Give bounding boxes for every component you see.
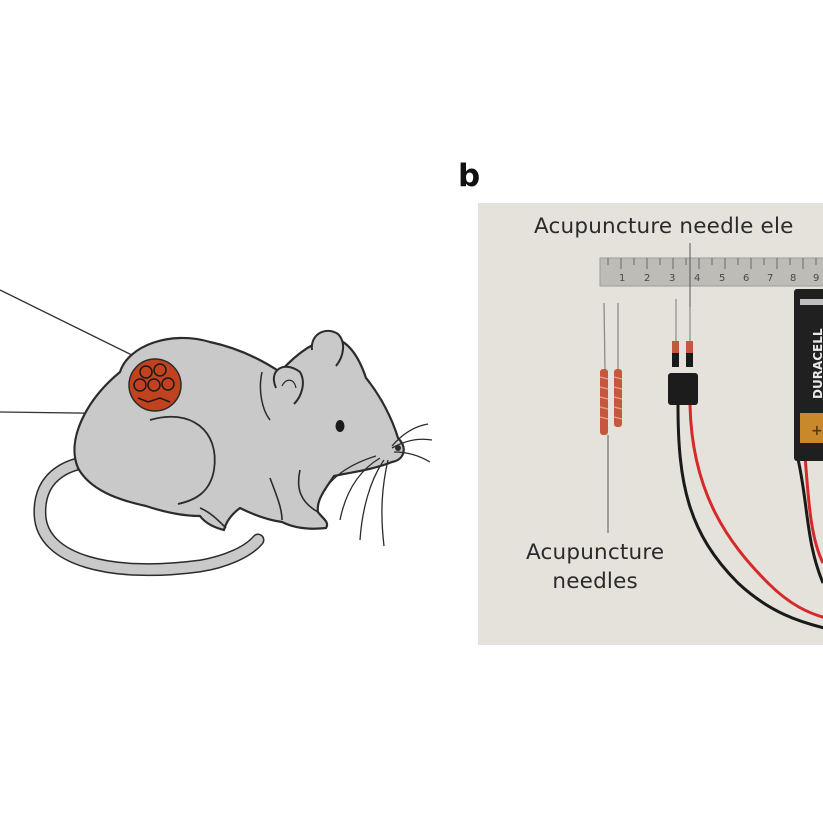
ruler: 1 2 3 4 5 6 7 8 9 [599, 257, 823, 287]
mouse-whiskers [321, 423, 433, 547]
ruler-number: 2 [644, 273, 650, 284]
label-acupuncture-needle-electrode: Acupuncture needle ele [534, 214, 794, 239]
label-needles-line1: Acupuncture [526, 540, 665, 565]
ruler-number: 1 [619, 273, 625, 284]
ruler-number: 5 [719, 273, 725, 284]
callout-line-top [0, 289, 149, 364]
ruler-number: 9 [813, 273, 819, 284]
needle-electrode [668, 299, 698, 405]
connector-block [668, 373, 698, 405]
acupuncture-needles [599, 302, 623, 435]
mouse-ear-back [310, 329, 344, 367]
ruler-number: 6 [743, 273, 749, 284]
mouse-nose [395, 445, 401, 451]
mouse-body [73, 336, 405, 532]
wire-black [676, 404, 823, 630]
panel-letter-b: b [458, 158, 481, 194]
implant-icon [128, 358, 182, 412]
label-needles-line2: needles [552, 569, 638, 594]
label-acupuncture-needles: Acupuncture needles [526, 538, 664, 596]
mouse-ear-front [273, 365, 304, 405]
mouse-hind-leg [149, 415, 216, 505]
wire-red [688, 404, 823, 619]
mouse-front-leg [297, 469, 319, 513]
ruler-number: 3 [669, 273, 675, 284]
ruler-number: 4 [694, 273, 700, 284]
battery-brand-label: DURACELL [811, 328, 823, 399]
ruler-number: 7 [767, 273, 773, 284]
device-photo-drawing: 1 2 3 4 5 6 7 8 9 [599, 243, 823, 630]
device-photo: 1 2 3 4 5 6 7 8 9 [478, 203, 823, 645]
ruler-number: 8 [790, 273, 796, 284]
battery-holder: DURACELL + [794, 289, 823, 461]
mouse-eye [335, 420, 345, 432]
battery-plus-sign: + [811, 423, 823, 439]
